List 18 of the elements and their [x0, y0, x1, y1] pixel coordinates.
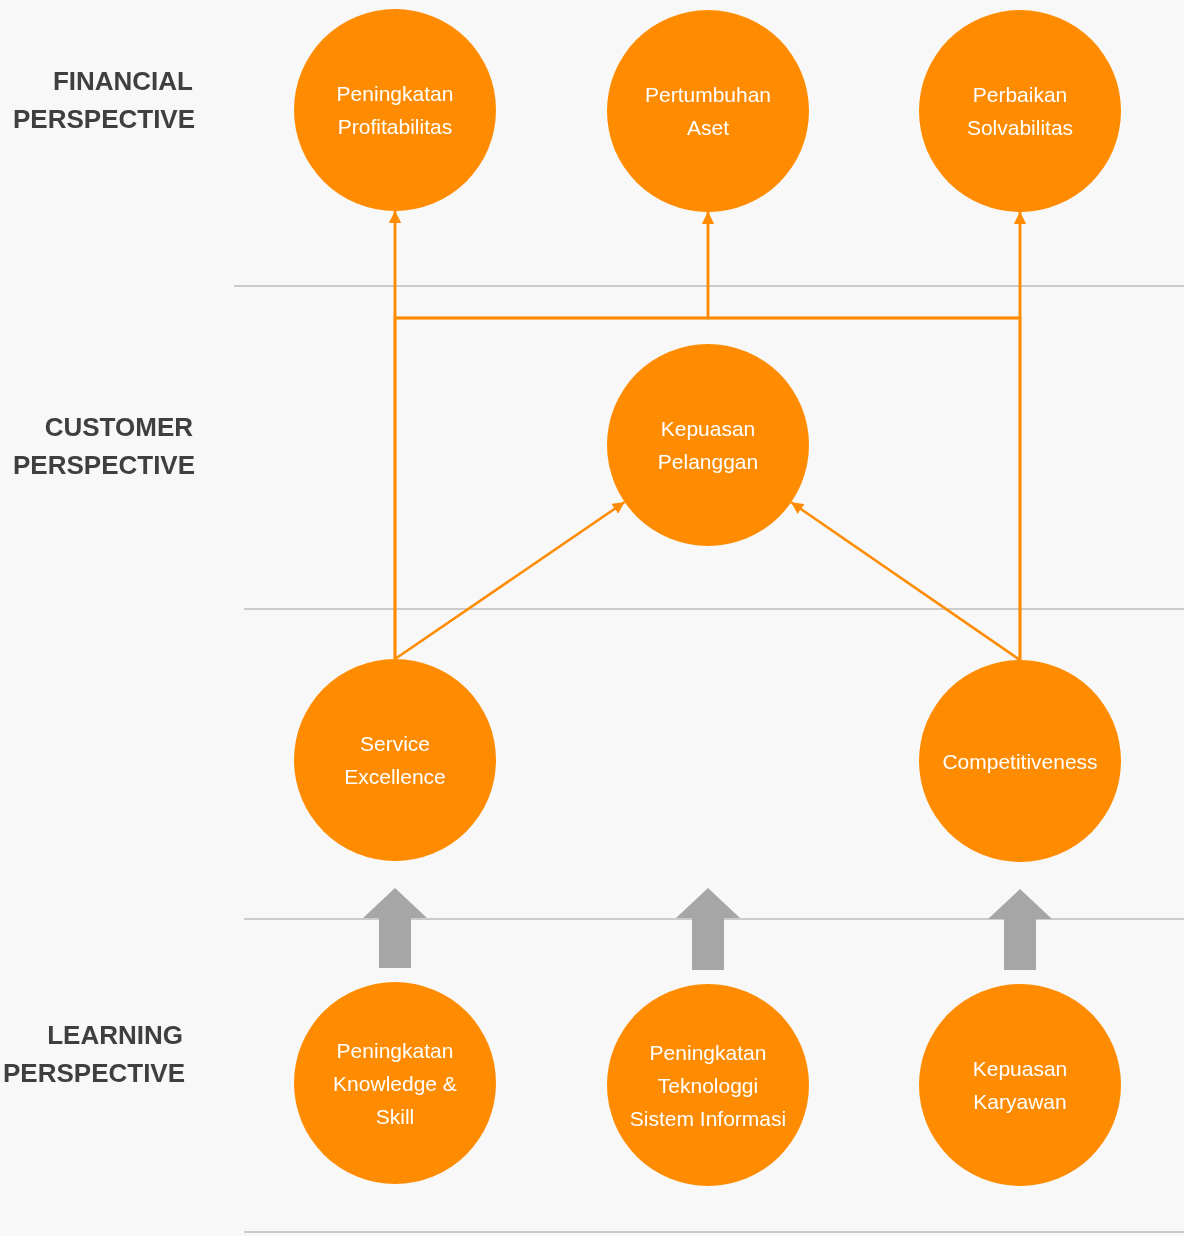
node-label: Peningkatan Knowledge & Skill: [332, 1037, 458, 1130]
arrow: [790, 501, 1021, 662]
node-label: Service Excellence: [343, 731, 447, 790]
arrow: [394, 500, 626, 661]
perspective-heading: FINANCIAL PERSPECTIVE: [13, 65, 193, 136]
arrow: [1014, 212, 1026, 660]
block-arrow: [363, 888, 427, 968]
perspective-heading: CUSTOMER PERSPECTIVE: [13, 411, 193, 482]
node-label: Pertumbuhan Aset: [643, 82, 773, 141]
node-label: Kepuasan Pelanggan: [656, 416, 760, 475]
node-label: Competitiveness: [941, 748, 1099, 775]
perspective-heading: LEARNING PERSPECTIVE: [3, 1019, 183, 1090]
block-arrow: [988, 889, 1052, 970]
block-arrow: [676, 888, 740, 970]
node-label: Peningkatan Profitabilitas: [335, 81, 455, 140]
node-label: Perbaikan Solvabilitas: [965, 82, 1075, 141]
node-label: Kepuasan Karyawan: [971, 1056, 1069, 1115]
node-label: Peningkatan Teknologgi Sistem Informasi: [628, 1039, 788, 1132]
